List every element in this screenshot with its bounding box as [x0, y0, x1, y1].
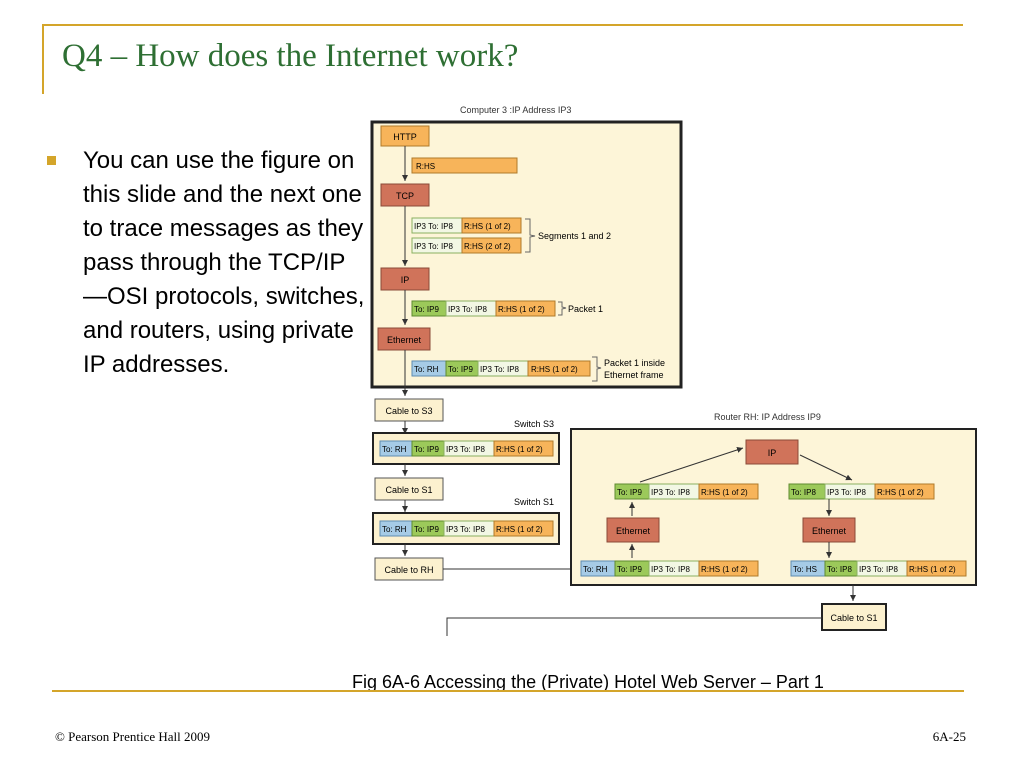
rf-to-rh-text: To: RH [583, 565, 608, 574]
router-ip-label: IP [768, 448, 777, 458]
frm-rhs-text: R:HS (1 of 2) [531, 365, 578, 374]
router-eth-right-label: Ethernet [812, 526, 847, 536]
arrow-ip-right [799, 454, 853, 481]
packet1-label: Packet 1 [568, 304, 603, 314]
router-label: Router RH: IP Address IP9 [714, 412, 821, 422]
s3-ip-text: IP3 To: IP8 [446, 445, 486, 454]
ip-label: IP [401, 275, 410, 285]
cable-s1-box [374, 477, 444, 501]
seg2-ip-text: IP3 To: IP8 [414, 242, 454, 251]
rr-rhs [874, 483, 935, 500]
router-eth-left [606, 517, 660, 543]
s1-rhs-text: R:HS (1 of 2) [496, 525, 543, 534]
s1-rhs [493, 520, 554, 537]
rhs-text: R:HS [416, 162, 435, 171]
ethernet-label: Ethernet [387, 335, 422, 345]
ro-ip-text: IP3 To: IP8 [859, 565, 899, 574]
seg2-rhs-text: R:HS (2 of 2) [464, 242, 511, 251]
cable-rh-label: Cable to RH [384, 565, 433, 575]
ro-to-ip8-text: To: IP8 [827, 565, 852, 574]
seg2-rhs [461, 237, 522, 254]
cable-s3-box [374, 398, 444, 422]
http-label: HTTP [393, 132, 417, 142]
tcp-label: TCP [396, 191, 414, 201]
frm-rhs [527, 360, 591, 377]
cable-s3-label: Cable to S3 [385, 406, 432, 416]
top-rule [42, 24, 963, 26]
s3-to-ip9-text: To: IP9 [414, 445, 439, 454]
bullet-text: You can use the figure on this slide and… [83, 147, 365, 378]
seg1-rhs [461, 217, 522, 234]
router-eth-right [802, 517, 856, 543]
line-cable-out [446, 617, 822, 636]
rl-rhs-text: R:HS (1 of 2) [701, 488, 748, 497]
s3-rhs [493, 440, 554, 457]
bottom-rule [52, 690, 964, 692]
rl-to-ip9-text: To: IP9 [617, 488, 642, 497]
rr-ip-text: IP3 To: IP8 [827, 488, 867, 497]
slide-title: Q4 – How does the Internet work? [62, 38, 519, 74]
rl-rhs [698, 483, 759, 500]
rf-ip-text: IP3 To: IP8 [651, 565, 691, 574]
switch-s1-label: Switch S1 [514, 497, 554, 507]
cable-s1-out-label: Cable to S1 [830, 613, 877, 623]
pkt-ip-text: IP3 To: IP8 [448, 305, 488, 314]
ethernet-box [377, 327, 431, 351]
ro-rhs-text: R:HS (1 of 2) [909, 565, 956, 574]
ro-to-hs-text: To: HS [793, 565, 817, 574]
figure-caption: Fig 6A-6 Accessing the (Private) Hotel W… [352, 672, 824, 692]
seg1-rhs-text: R:HS (1 of 2) [464, 222, 511, 231]
packet-brace [558, 301, 567, 316]
cable-s1-out-box [821, 603, 887, 631]
rr-to-ip8-text: To: IP8 [791, 488, 816, 497]
pkt-to-ip9-text: To: IP9 [414, 305, 439, 314]
copyright: © Pearson Prentice Hall 2009 [55, 729, 211, 744]
s1-to-ip9-text: To: IP9 [414, 525, 439, 534]
left-rule [42, 24, 44, 94]
pkt-rhs [495, 300, 556, 317]
rf-to-ip9-text: To: IP9 [617, 565, 642, 574]
segments-brace [525, 218, 536, 253]
segments-label: Segments 1 and 2 [538, 231, 611, 241]
bullet-marker [47, 156, 56, 165]
s3-to-rh-text: To: RH [382, 445, 407, 454]
rf-rhs [698, 560, 759, 577]
ro-rhs [906, 560, 967, 577]
computer-label: Computer 3 :IP Address IP3 [460, 105, 571, 115]
frm-ip-text: IP3 To: IP8 [480, 365, 520, 374]
rr-rhs-text: R:HS (1 of 2) [877, 488, 924, 497]
cable-s1-label: Cable to S1 [385, 485, 432, 495]
packet1-inside-l2: Ethernet frame [604, 370, 664, 380]
frm-to-ip9-text: To: IP9 [448, 365, 473, 374]
pkt-rhs-text: R:HS (1 of 2) [498, 305, 545, 314]
switch-s3-label: Switch S3 [514, 419, 554, 429]
rl-ip-text: IP3 To: IP8 [651, 488, 691, 497]
arrow-left-ip [639, 447, 744, 483]
s1-ip-text: IP3 To: IP8 [446, 525, 486, 534]
router-ip-box [745, 439, 799, 465]
frame-brace [592, 356, 602, 382]
rf-rhs-text: R:HS (1 of 2) [701, 565, 748, 574]
s1-to-rh-text: To: RH [382, 525, 407, 534]
frm-to-rh-text: To: RH [414, 365, 439, 374]
router-eth-left-label: Ethernet [616, 526, 651, 536]
packet1-inside-l1: Packet 1 inside [604, 358, 665, 368]
seg1-ip-text: IP3 To: IP8 [414, 222, 454, 231]
rhs-message [411, 157, 518, 174]
slide-number: 6A-25 [932, 729, 966, 744]
s3-rhs-text: R:HS (1 of 2) [496, 445, 543, 454]
